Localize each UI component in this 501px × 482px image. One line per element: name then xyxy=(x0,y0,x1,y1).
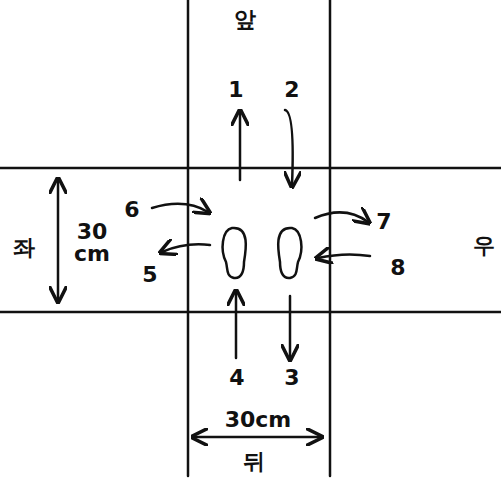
direction-label: 좌 xyxy=(13,237,35,259)
step-arrow xyxy=(318,254,370,258)
dimension-arrow xyxy=(194,436,320,439)
dimension-arrow xyxy=(57,180,60,300)
step-arrow xyxy=(239,112,242,180)
grid-line xyxy=(187,0,190,476)
step-arrow xyxy=(289,296,292,358)
step-arrow xyxy=(285,110,293,185)
callout-number: 6 xyxy=(124,199,139,221)
dimension-label: 30cm xyxy=(225,409,292,431)
step-arrow xyxy=(152,204,208,212)
callout-number: 3 xyxy=(284,367,299,389)
left-footprint xyxy=(223,228,246,278)
step-arrow xyxy=(162,244,210,252)
callout-number: 7 xyxy=(376,211,391,233)
callout-number: 4 xyxy=(229,367,244,389)
step-arrow xyxy=(235,292,238,358)
grid-line xyxy=(0,167,501,170)
direction-label: 우 xyxy=(473,235,495,257)
grid-line xyxy=(0,311,501,314)
direction-label: 뒤 xyxy=(243,451,265,473)
right-footprint xyxy=(278,228,301,278)
callout-number: 8 xyxy=(390,257,405,279)
callout-number: 2 xyxy=(284,79,299,101)
step-arrow xyxy=(315,212,368,222)
callout-number: 1 xyxy=(228,79,243,101)
callout-number: 5 xyxy=(142,264,157,286)
dimension-label: 30 cm xyxy=(68,221,116,265)
grid-line xyxy=(329,0,332,476)
direction-label: 앞 xyxy=(234,9,256,31)
